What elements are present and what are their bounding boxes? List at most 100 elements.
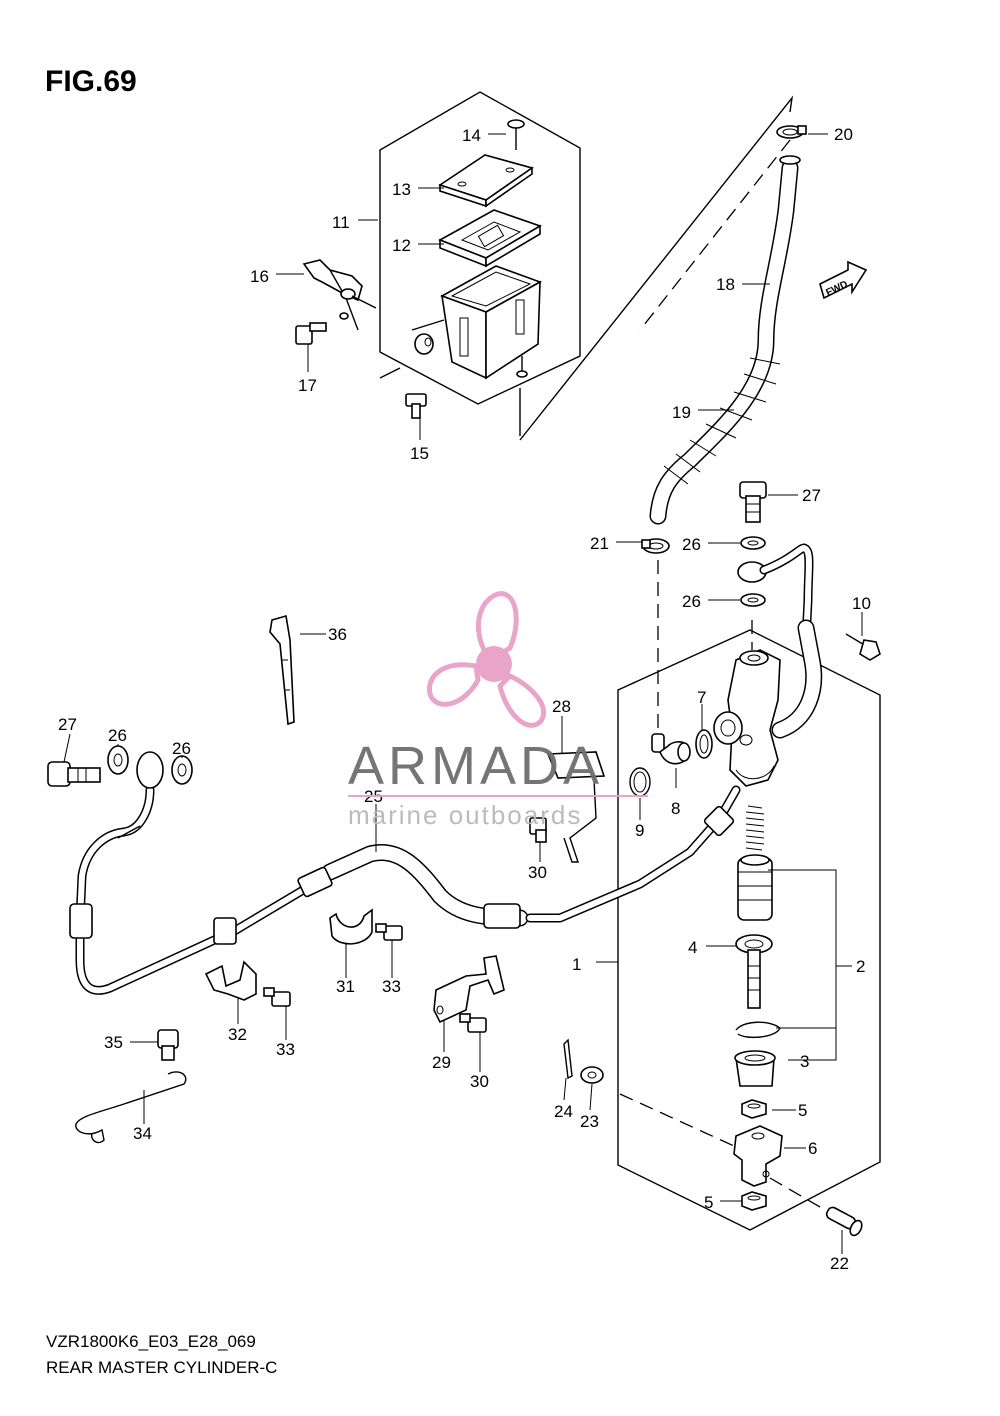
bracket-mount-bolt — [295, 322, 327, 345]
callout-21: 21 — [590, 534, 609, 553]
callout-20: 20 — [834, 125, 853, 144]
master-cylinder-group-frame — [617, 629, 881, 1231]
callout-32: 32 — [228, 1025, 247, 1044]
plain-washer — [580, 1066, 604, 1084]
leader-lines — [63, 133, 863, 1254]
union-bolt-lower — [47, 761, 101, 787]
callout-14: 14 — [462, 126, 481, 145]
callout-28: 28 — [552, 697, 571, 716]
callout-27-left: 27 — [58, 715, 77, 734]
bracket-bolt-30-upper — [529, 817, 547, 843]
o-ring — [695, 729, 713, 759]
reservoir-mount-bolt — [405, 393, 427, 419]
clevis-pin — [769, 1177, 863, 1237]
reservoir-assembly — [295, 91, 581, 436]
callout-labels: 1 2 3 4 5 5 6 7 8 9 10 11 12 13 14 15 16… — [58, 125, 871, 1273]
hose-guide-wire — [75, 1071, 187, 1144]
reservoir-cap-screw — [507, 119, 525, 150]
forward-direction-badge: FWD — [819, 260, 868, 300]
callout-19: 19 — [672, 403, 691, 422]
callout-33-right: 33 — [382, 977, 401, 996]
callout-1: 1 — [572, 955, 581, 974]
rear-brake-hose — [69, 785, 741, 995]
master-cylinder-body — [713, 649, 781, 787]
reservoir-hose — [519, 95, 807, 736]
callout-31: 31 — [336, 977, 355, 996]
washer-lower-2 — [171, 755, 193, 785]
banjo-fitting-lower — [136, 751, 164, 789]
piston-primary-cup — [737, 854, 773, 921]
callout-8: 8 — [671, 799, 680, 818]
watermark-propeller-logo — [426, 591, 547, 728]
bracket-bolt-30-lower — [459, 1013, 487, 1033]
cable-tie — [269, 614, 295, 726]
callout-30-lower: 30 — [470, 1072, 489, 1091]
reservoir-cap — [438, 154, 534, 208]
pipe-joint-left — [213, 917, 237, 945]
clevis — [733, 1125, 783, 1187]
push-rod — [735, 934, 773, 1009]
callout-35: 35 — [104, 1033, 123, 1052]
cylinder-mount-bolt — [845, 633, 881, 661]
watermark-tagline: marine outboards — [348, 800, 582, 830]
callout-13: 13 — [392, 180, 411, 199]
callout-3: 3 — [800, 1052, 809, 1071]
callout-16: 16 — [250, 267, 269, 286]
lock-nut-lower — [741, 1191, 767, 1211]
reservoir-group-frame — [379, 91, 581, 405]
reservoir-body — [411, 265, 542, 380]
callout-10: 10 — [852, 594, 871, 613]
callout-24: 24 — [554, 1102, 573, 1121]
callout-12: 12 — [392, 236, 411, 255]
callout-9: 9 — [635, 821, 644, 840]
hose-connector — [651, 733, 691, 765]
hose-clamp-upper — [776, 125, 807, 139]
hose-guide-bolt — [157, 1029, 179, 1061]
hose-protector-sleeve — [663, 357, 781, 485]
hose-bracket-29 — [433, 955, 505, 1024]
callout-5-upper: 5 — [798, 1101, 807, 1120]
callout-26-left-a: 26 — [108, 726, 127, 745]
watermark: ARMADA marine outboards — [348, 591, 648, 830]
snap-ring — [735, 1021, 781, 1039]
clamp-bolt-33-left — [263, 987, 291, 1007]
callout-18: 18 — [716, 275, 735, 294]
callout-34: 34 — [133, 1124, 152, 1143]
washer-upper-1 — [740, 536, 766, 550]
hose-clamp-31 — [329, 908, 373, 945]
callout-5-lower: 5 — [704, 1193, 713, 1212]
callout-4: 4 — [688, 938, 697, 957]
washer-upper-2 — [740, 593, 766, 607]
callout-6: 6 — [808, 1139, 817, 1158]
cotter-pin — [563, 1038, 573, 1080]
dust-boot — [734, 1050, 776, 1087]
clamp-bolt-33-right — [375, 923, 403, 941]
callout-26-upper-b: 26 — [682, 592, 701, 611]
figure-title: FIG.69 — [45, 65, 137, 98]
callout-15: 15 — [410, 444, 429, 463]
hose-clamp-lower — [641, 538, 670, 554]
lock-nut-upper — [741, 1099, 767, 1119]
callout-27-upper: 27 — [802, 486, 821, 505]
union-bolt-upper — [739, 481, 767, 523]
pipe-sleeve-left — [69, 903, 93, 939]
callout-36: 36 — [328, 625, 347, 644]
piston-spring — [745, 805, 765, 851]
callout-33-left: 33 — [276, 1040, 295, 1059]
callout-17: 17 — [298, 376, 317, 395]
callout-22: 22 — [830, 1254, 849, 1273]
reservoir-diaphragm-plate — [438, 209, 542, 268]
callout-26-left-b: 26 — [172, 739, 191, 758]
pipe-joint-right — [703, 805, 735, 837]
model-code: VZR1800K6_E03_E28_069 — [46, 1332, 256, 1351]
washer-lower-1 — [107, 745, 129, 775]
banjo-fitting-upper — [737, 543, 814, 645]
hose-clamp-32 — [204, 960, 257, 1001]
callout-29: 29 — [432, 1053, 451, 1072]
hose-bracket-28 — [546, 751, 606, 863]
pipe-joint-mid — [297, 866, 333, 898]
hose-end-fitting — [483, 903, 521, 929]
callout-26-upper-a: 26 — [682, 535, 701, 554]
callout-23: 23 — [580, 1112, 599, 1131]
